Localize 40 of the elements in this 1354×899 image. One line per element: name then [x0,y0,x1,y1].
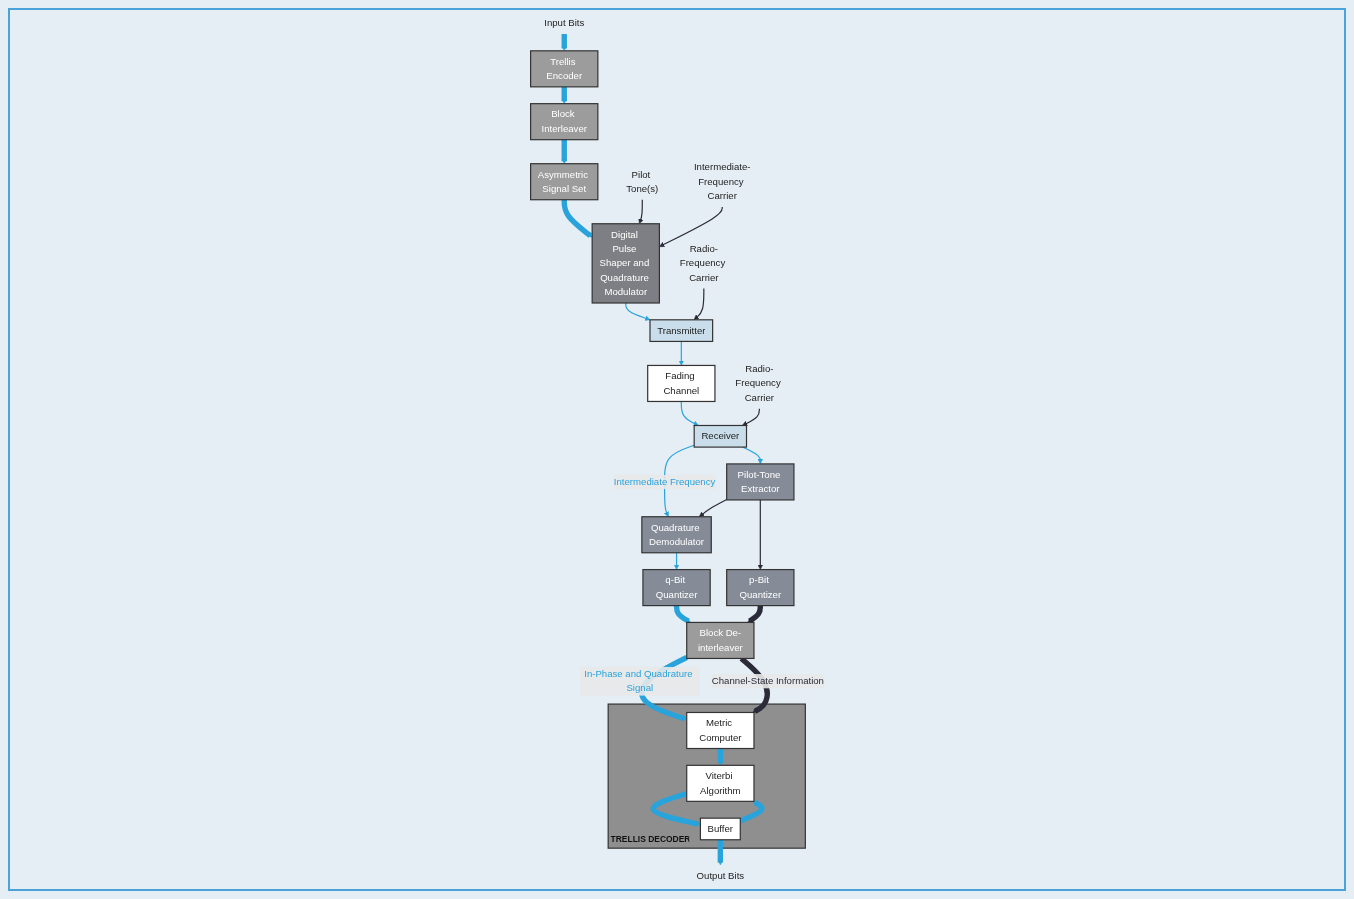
arrow [747,604,763,624]
arrow [673,604,691,624]
edge-label: Channel-State Information [711,675,824,687]
edge-label: In-Phase and Quadrature Signal [583,668,693,694]
edge-label: Intermediate Frequency [613,476,715,487]
arrow [650,791,701,827]
arrow [717,838,723,866]
node-box: Buffer [699,817,741,841]
node-box: Pilot-Tone Extractor [725,463,795,501]
arrow [717,747,723,766]
node-text: Radio-Frequency Carrier [735,363,781,403]
node-box: Trellis Encoder [529,50,599,88]
arrow [741,408,760,426]
arrow [738,800,764,824]
arrow [638,199,644,224]
node-text: Intermediate-Frequency Carrier [693,161,751,201]
arrow [678,340,684,366]
arrow [673,552,679,570]
arrow [680,400,699,426]
node-box: Quadrature Demodulator [640,516,712,554]
node-box: Transmitter [649,319,713,343]
node-box: Digital Pulse Shaper and Quadrature Modulator [591,223,660,304]
node-text: Input Bits [543,17,584,29]
arrow [624,302,650,321]
arrow [698,498,727,517]
arrow [561,138,567,164]
node-box: Block De-interleaver [685,621,755,660]
node-box: Viterbi Algorithm [685,764,755,802]
node-text: Pilot Tone(s) [625,169,659,194]
node-box: Fading Channel [646,364,716,403]
node-box: Metric Computer [685,711,755,750]
arrow [757,499,763,570]
node-box: p-Bit Quantizer [725,569,795,607]
node-box: q-Bit Quantizer [642,569,711,607]
node-box: Receiver [693,424,747,448]
node-box: Block Interleaver [529,103,599,141]
node-text: Output Bits [696,870,744,881]
node-box: Asymmetric Signal Set [529,163,599,201]
node-text: Radio-Frequency Carrier [679,243,725,283]
arrow [693,288,705,321]
